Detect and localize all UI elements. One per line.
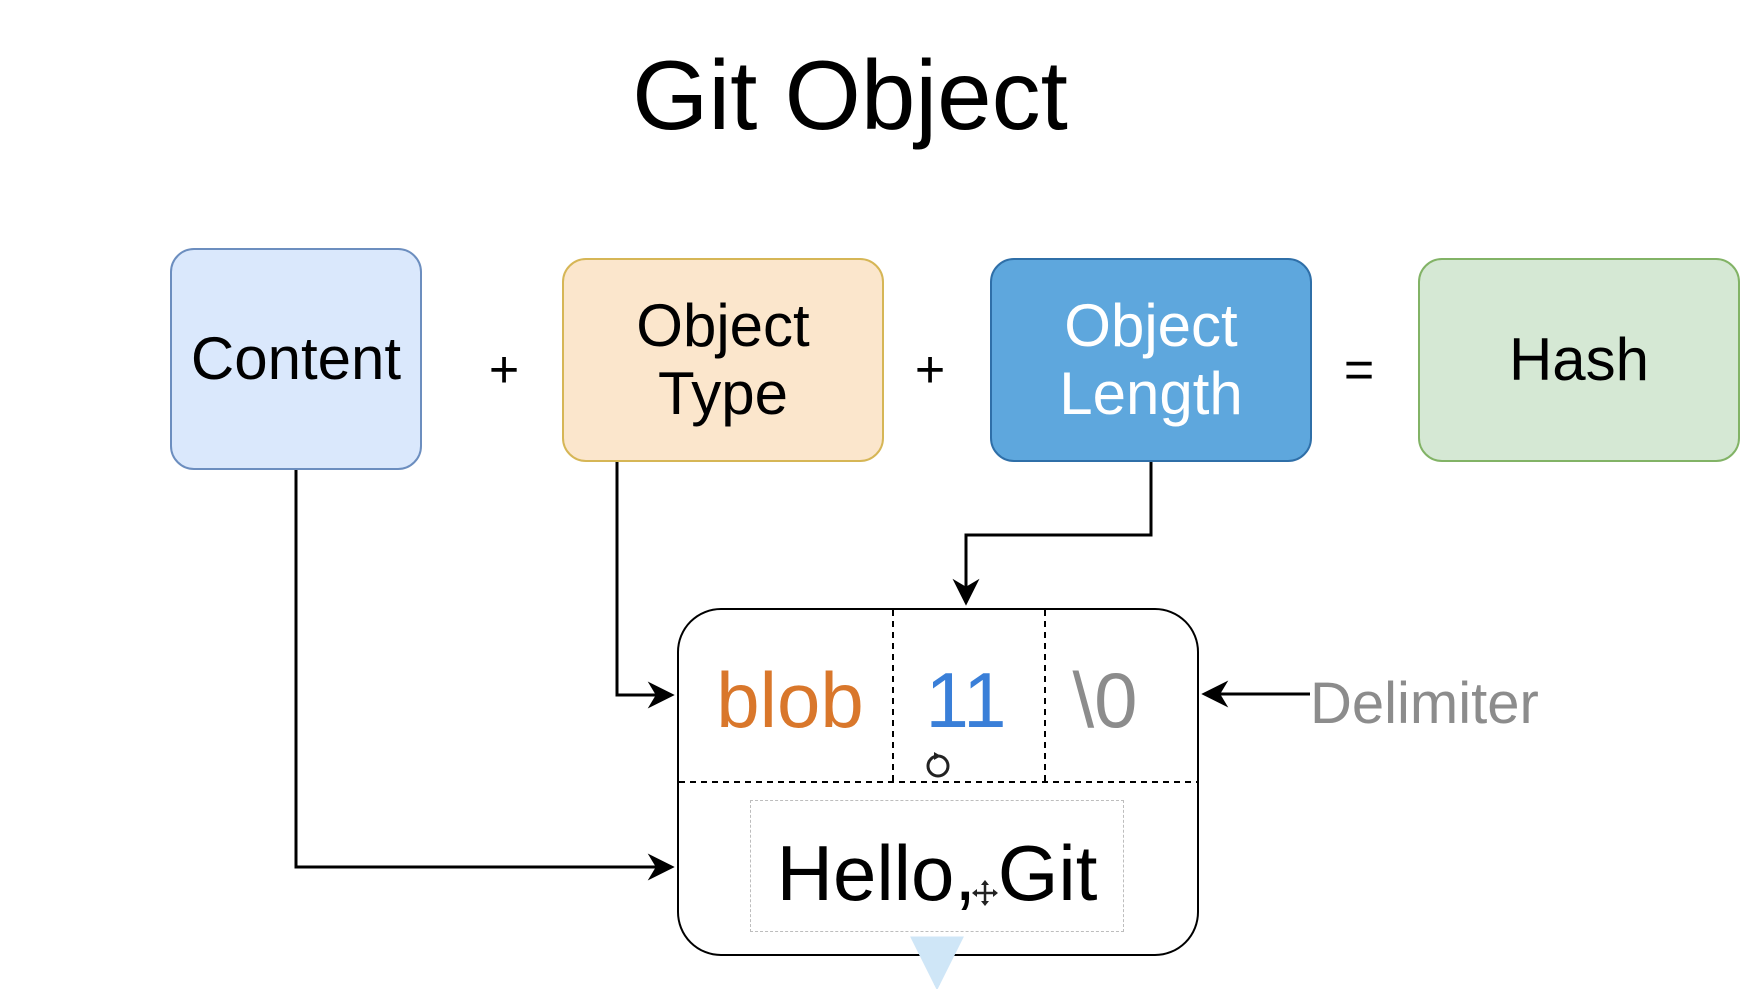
arrow-length-to-object: [952, 462, 1153, 606]
object-length-label-line2: Length: [1059, 360, 1243, 427]
hash-label: Hash: [1508, 326, 1650, 393]
plus-operator-2: +: [914, 341, 946, 399]
move-cursor-icon: [972, 880, 998, 906]
content-text-frame: [750, 800, 1124, 932]
object-content-value: Hello, Git: [776, 829, 1098, 917]
object-type-value: blob: [716, 656, 864, 744]
object-type-label-line1: Object: [636, 292, 810, 359]
equals-operator: =: [1343, 341, 1375, 399]
object-type-box: Object Type: [562, 258, 884, 462]
rotate-cursor-icon: [926, 752, 950, 778]
arrow-type-to-object: [615, 462, 675, 709]
hash-box: Hash: [1418, 258, 1740, 462]
object-length-box: Object Length: [990, 258, 1312, 462]
delimiter-label: Delimiter: [1310, 671, 1539, 736]
object-length-label-line1: Object: [1064, 292, 1238, 359]
object-type-label-line2: Type: [657, 360, 789, 427]
object-length-value: 11: [925, 656, 1007, 744]
diagram-title: Git Object: [632, 40, 1068, 150]
content-box: Content: [170, 248, 422, 470]
plus-operator-1: +: [488, 341, 520, 399]
null-delimiter-value: \0: [1072, 656, 1138, 744]
arrow-content-to-object: [294, 470, 675, 881]
content-label: Content: [190, 325, 402, 392]
